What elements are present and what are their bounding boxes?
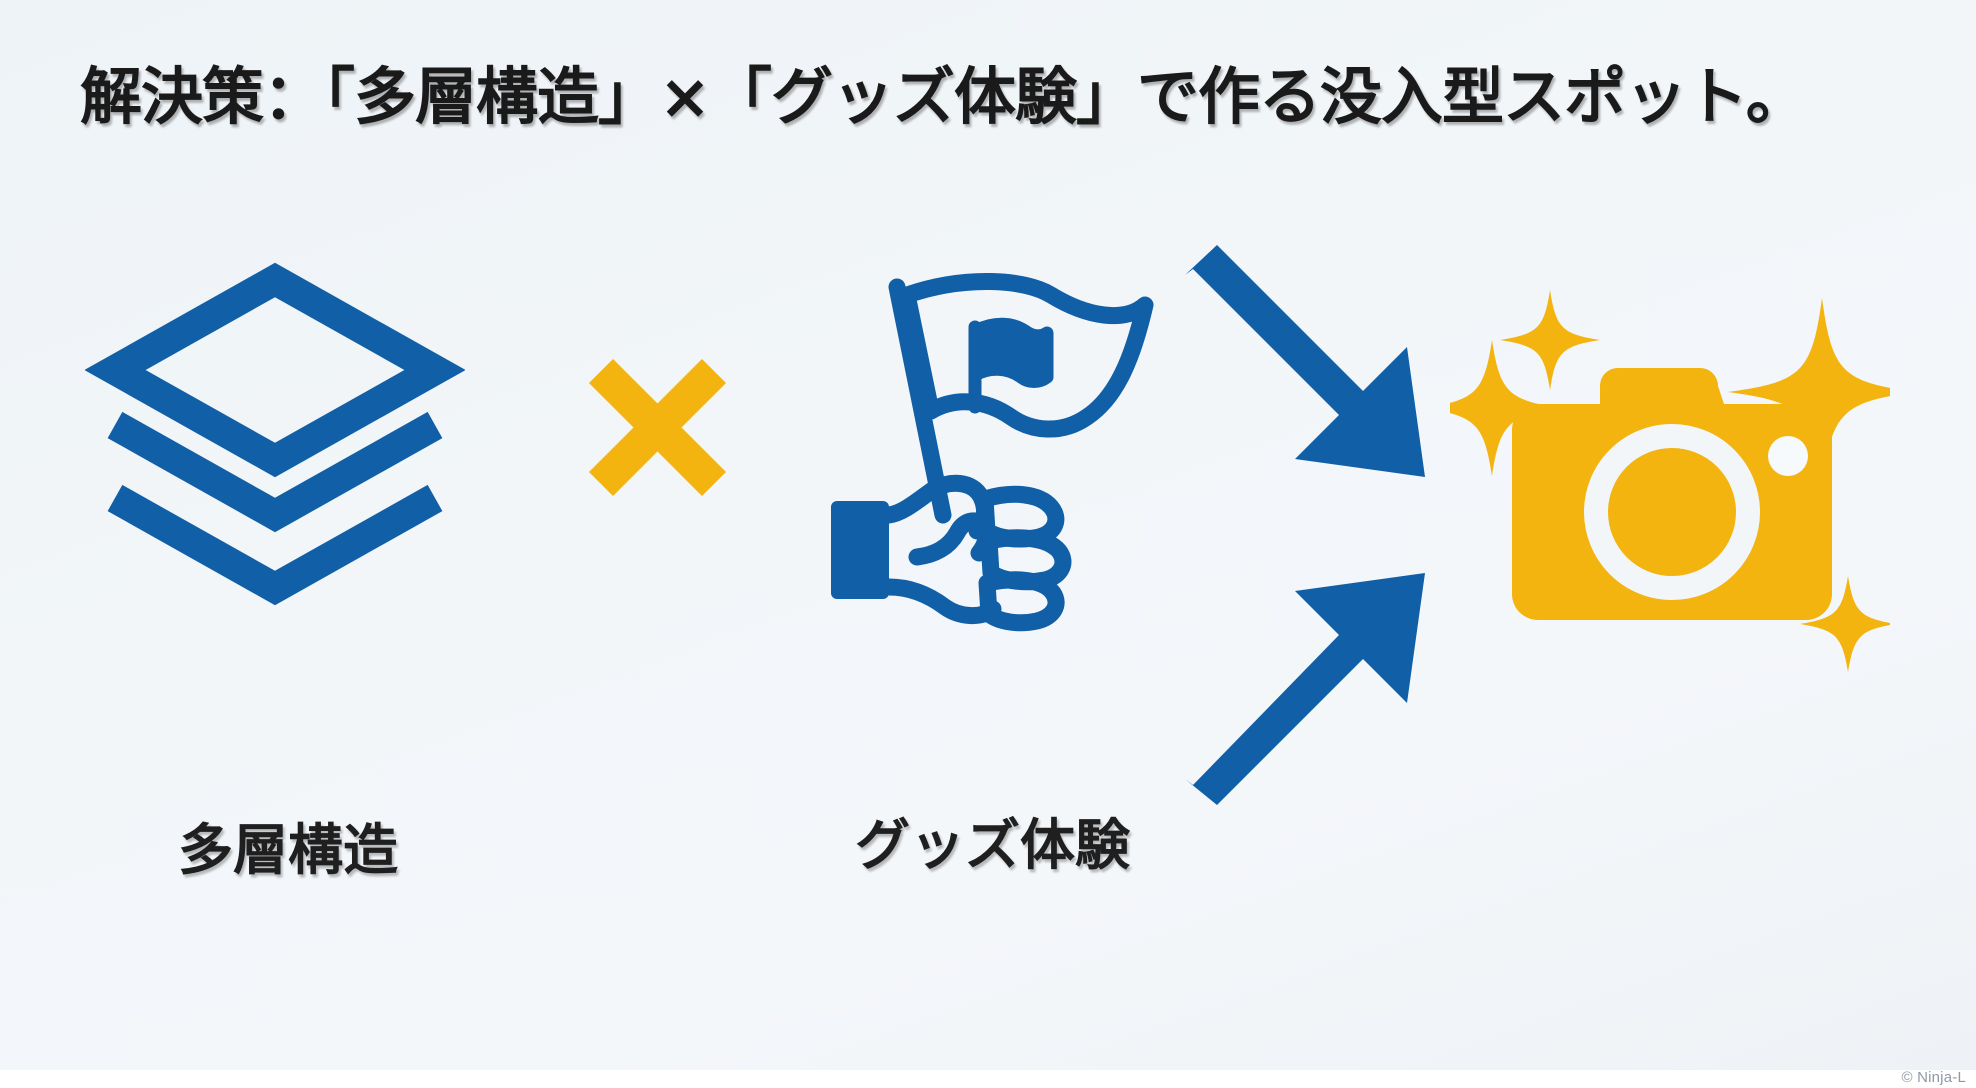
caption-layers: 多層構造 <box>178 818 399 882</box>
converging-arrows-icon <box>1185 245 1425 805</box>
arrows-block <box>1185 245 1475 805</box>
sparkle-small-icon <box>1500 290 1600 390</box>
camera-body-icon <box>1512 368 1832 620</box>
multiply-operator-block <box>585 355 730 500</box>
goods-icon-block <box>825 265 1155 635</box>
sparkle-left-icon <box>1450 340 1560 476</box>
caption-goods: グッズ体験 <box>855 813 1131 877</box>
layers-icon-block <box>85 250 465 630</box>
arrow-up-right-icon <box>1185 573 1425 805</box>
page-title: 解決策：「多層構造」×「グッズ体験」で作る没入型スポット。 <box>80 60 1808 133</box>
sparkle-bottom-right-icon <box>1800 576 1890 672</box>
times-multiply-icon <box>588 358 727 497</box>
bottom-edge <box>0 1070 1976 1088</box>
camera-sparkle-icon <box>1450 290 1890 672</box>
camera-icon-block <box>1450 280 1890 680</box>
watermark: © Ninja-L <box>1901 1069 1966 1086</box>
layers-stack-icon <box>85 262 465 606</box>
hand-holding-flag-icon <box>831 272 1154 632</box>
sparkle-large-icon <box>1728 298 1890 486</box>
diagram-row <box>0 235 1976 805</box>
arrow-down-right-icon <box>1185 245 1425 477</box>
